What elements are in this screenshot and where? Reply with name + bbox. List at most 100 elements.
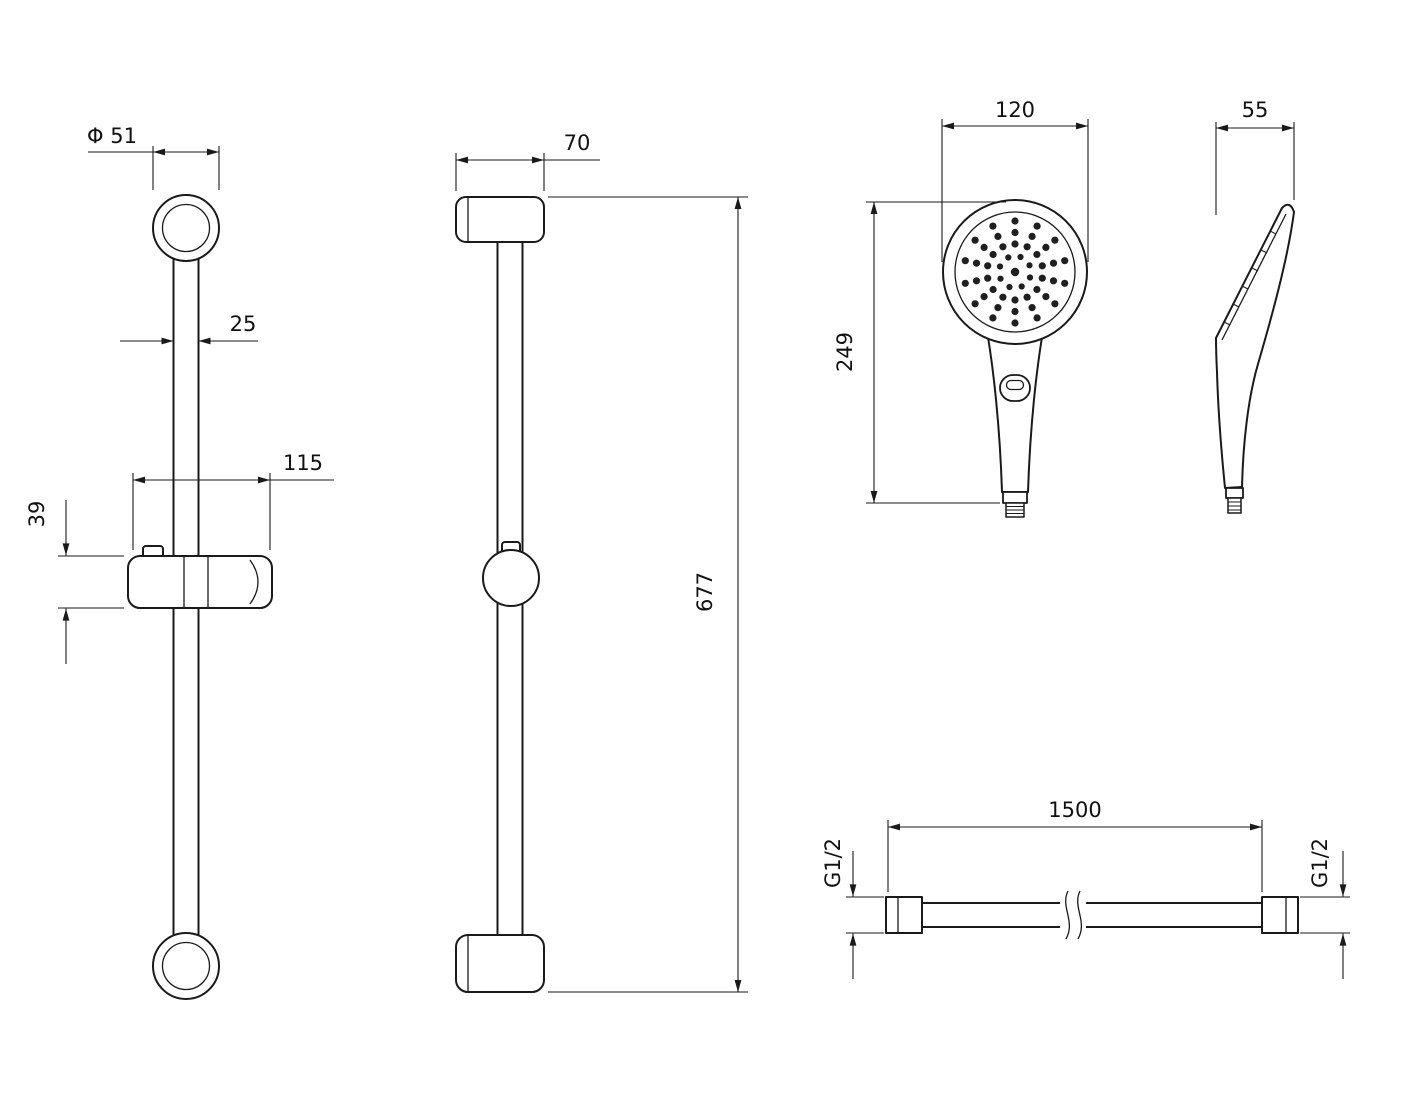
hose-left-fitting [885,896,923,934]
spray-nozzle-dot [984,262,992,270]
hose-view: 1500 G1/2 G1/2 [821,798,1350,979]
dim-head-depth-label: 55 [1242,98,1269,122]
dim-ring-diameter-label: Φ 51 [87,124,137,148]
slidebar-front-top-mount-inner [161,203,211,253]
handshower-side-connector [1225,487,1244,499]
spray-nozzle-dot [1028,232,1036,240]
spray-nozzle-dot [1061,279,1069,287]
dim-hose-length: 1500 [887,798,1263,892]
hose-break-symbol [1065,890,1071,940]
handshower-front-view: 120 249 [833,98,1089,518]
spray-nozzle-dot [1033,314,1041,322]
dim-thread-left-label: G1/2 [821,838,845,888]
spray-nozzle-dot [1033,222,1041,230]
faceplate-edge [1221,213,1287,341]
spray-nozzle-dot [1011,307,1019,316]
dim-holder-length-label: 115 [283,451,323,475]
spray-nozzle-dot [1011,217,1019,225]
spray-nozzle-dot [989,314,997,322]
slider-knob [482,549,540,607]
dim-total-height: 677 [548,196,748,993]
dim-wall-offset: 70 [455,131,600,191]
dim-ring-diameter: Φ 51 [87,124,220,190]
slidebar-side-top-mount [455,196,545,243]
spray-nozzle-dot [1051,236,1059,244]
dim-bar-width: 25 [120,312,258,345]
spray-nozzle-dot [980,243,988,251]
spray-nozzle-dot [1033,250,1041,259]
dim-bar-width-label: 25 [230,312,257,336]
spray-nozzle-dot [1023,293,1031,301]
dim-holder-height: 39 [25,500,124,664]
spray-nozzle-pattern [961,217,1069,327]
spray-nozzle-dot [1010,267,1020,277]
spray-nozzle-dot [996,263,1004,270]
spray-nozzle-dot [999,293,1007,301]
spray-nozzle-dot [989,285,997,294]
dim-thread-left: G1/2 [821,838,884,979]
spray-nozzle-dot [1023,243,1031,251]
dim-thread-right: G1/2 [1300,838,1350,979]
spray-nozzle-dot [972,277,981,285]
slidebar-side-bottom-mount [455,934,545,993]
spray-nozzle-dot [1011,228,1019,237]
spray-nozzle-dot [1042,243,1050,251]
handshower-side-profile [1215,203,1295,489]
spray-nozzle-dot [971,300,979,308]
spray-nozzle-dot [1018,283,1025,290]
spray-nozzle-dot [1026,262,1033,269]
spray-nozzle-dot [1006,283,1013,291]
spray-nozzle-dot [1005,254,1012,261]
spray-nozzle-dot [989,250,997,259]
mode-button [999,374,1031,402]
handshower-connector [1002,491,1028,504]
dim-head-diameter-label: 120 [995,98,1035,122]
spray-nozzle-dot [1038,262,1046,270]
dim-handshower-length-label: 249 [833,332,857,372]
dim-head-depth: 55 [1215,98,1295,215]
hose-right-fitting [1261,896,1299,934]
spray-nozzle-dot [961,257,969,265]
spray-nozzle-dot [1042,293,1050,301]
spray-nozzle-dot [1017,253,1024,261]
dim-thread-right-label: G1/2 [1308,838,1332,888]
spray-nozzle-dot [961,279,969,287]
spray-nozzle-dot [980,293,988,301]
handshower-faceplate [954,211,1076,333]
dim-hose-length-label: 1500 [1048,798,1101,822]
spray-nozzle-dot [1049,259,1058,267]
holder-body [127,555,273,609]
spray-nozzle-dot [1028,304,1036,312]
spray-nozzle-dot [1038,274,1046,282]
handshower-side-view: 55 [1215,98,1295,514]
spray-nozzle-dot [1033,285,1041,294]
dim-holder-height-label: 39 [25,501,49,528]
dim-wall-offset-label: 70 [564,131,591,155]
spray-nozzle-dot [989,222,997,230]
spray-nozzle-dot [984,274,992,282]
handshower-handle [984,319,1046,493]
slidebar-front-view: Φ 51 25 115 39 [25,124,334,1000]
slidebar-front-holder [127,545,273,609]
spray-nozzle-dot [1051,300,1059,308]
dim-holder-length: 115 [132,451,334,550]
spray-nozzle-dot [972,259,981,267]
dim-handshower-length: 249 [833,201,1006,504]
spray-nozzle-dot [1026,274,1034,281]
spray-nozzle-dot [1061,257,1069,265]
spray-nozzle-dot [999,243,1007,251]
slidebar-side-view: 70 677 [455,131,748,993]
spray-nozzle-dot [1011,319,1019,327]
spray-nozzle-dot [1011,240,1019,248]
spray-nozzle-dot [997,275,1004,282]
mode-button-slider [1005,379,1025,391]
spray-nozzle-dot [971,236,979,244]
slidebar-front-bottom-mount-inner [161,941,211,991]
dim-total-height-label: 677 [693,572,717,612]
dim-head-diameter: 120 [941,98,1089,262]
spray-nozzle-dot [1049,277,1058,285]
spray-nozzle-dot [994,304,1002,312]
spray-nozzle-dot [994,232,1002,240]
